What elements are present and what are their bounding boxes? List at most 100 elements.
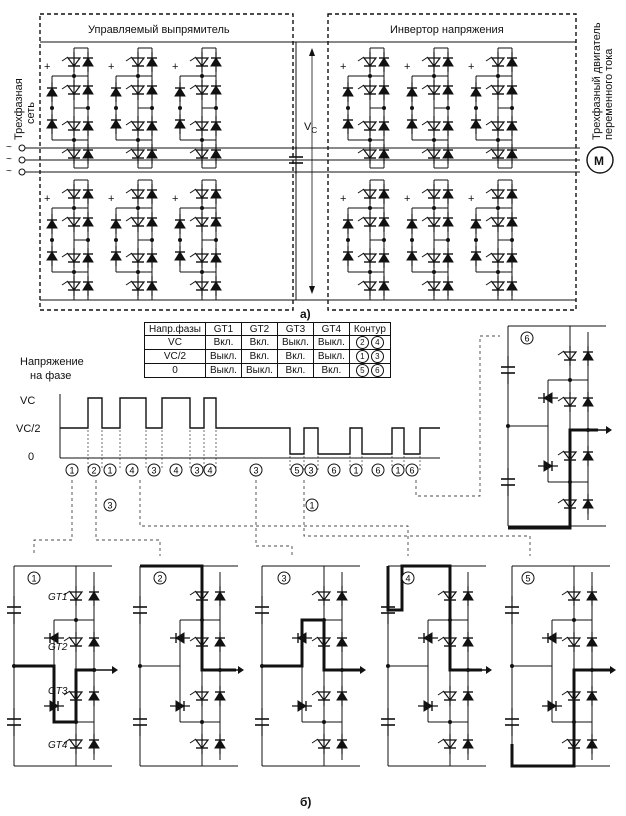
state-bubble: 3: [249, 463, 263, 477]
svg-text:1: 1: [309, 501, 314, 511]
gt3-label: GT3: [48, 686, 68, 697]
table-cell: Выкл.: [312, 349, 350, 364]
svg-text:5: 5: [294, 466, 299, 476]
svg-text:~: ~: [6, 154, 12, 165]
circuit-number: 5: [521, 571, 535, 585]
table-cell: VC/2: [144, 349, 206, 364]
dc-link: VC: [40, 41, 576, 301]
svg-text:M: M: [594, 154, 604, 168]
svg-text:4: 4: [173, 466, 178, 476]
state-bubble: 6: [327, 463, 341, 477]
svg-text:1: 1: [69, 466, 74, 476]
svg-text:сеть: сеть: [25, 102, 37, 124]
table-cell: Вкл.: [312, 363, 350, 378]
state-bubble: 1: [349, 463, 363, 477]
gt-labels: GT1 GT2 GT3 GT4: [48, 592, 68, 751]
state-bubble-sub: 1: [305, 498, 319, 512]
state-bubble: 3: [147, 463, 161, 477]
circuit-2: [133, 566, 244, 766]
gt2-label: GT2: [48, 642, 68, 653]
circuit-number: 6: [520, 331, 534, 345]
y-label-vc2: VC/2: [16, 423, 40, 435]
leader-lines: [33, 335, 531, 556]
svg-text:Трехфазная: Трехфазная: [13, 78, 25, 140]
y-label-vc: VC: [20, 395, 35, 407]
table-cell: Выкл.: [276, 335, 314, 350]
circuit-6: [501, 326, 612, 526]
table-cell: VC: [144, 335, 206, 350]
svg-text:1: 1: [107, 466, 112, 476]
table-header: GT3: [276, 322, 314, 336]
svg-text:6: 6: [331, 466, 336, 476]
vc-label: VC: [304, 121, 317, 135]
svg-text:6: 6: [375, 466, 380, 476]
contour-badge: 2: [355, 336, 369, 349]
table-header: Контур: [348, 322, 391, 336]
table-header: GT1: [205, 322, 242, 336]
svg-text:2: 2: [157, 574, 162, 584]
contour-badge: 4: [370, 336, 384, 349]
svg-text:переменного тока: переменного тока: [603, 48, 615, 140]
svg-text:~: ~: [6, 142, 12, 153]
circuit-number: 1: [27, 571, 41, 585]
table-cell: Вкл.: [276, 363, 314, 378]
svg-text:2: 2: [91, 466, 96, 476]
switching-table: Напр.фазы GT1 GT2 GT3 GT4 Контур VC Вкл.…: [144, 322, 391, 378]
circuit-4: [381, 566, 492, 766]
phase-voltage-trace: [60, 397, 440, 455]
state-bubble: 3: [190, 463, 204, 477]
state-bubble: 4: [125, 463, 139, 477]
state-bubble: 6: [405, 463, 419, 477]
state-bubble: 1: [103, 463, 117, 477]
waveform-title-1: Напряжение: [20, 356, 84, 368]
state-bubble: 5: [290, 463, 304, 477]
state-bubble: 6: [371, 463, 385, 477]
motor-label: Трехфазный двигатель переменного тока: [591, 22, 615, 140]
svg-text:6: 6: [524, 334, 529, 344]
state-bubble: 2: [87, 463, 101, 477]
table-cell: Вкл.: [240, 335, 278, 350]
grid-label: Трехфазная сеть: [13, 78, 37, 140]
svg-text:3: 3: [253, 466, 258, 476]
waveform-axes: VC VC/2 0: [16, 394, 440, 463]
table-header-row: Напр.фазы GT1 GT2 GT3 GT4 Контур: [144, 322, 391, 336]
state-bubble-sub: 3: [103, 498, 117, 512]
table-cell: Вкл.: [276, 349, 314, 364]
y-label-0: 0: [28, 451, 34, 463]
phase-lines: ~ ~ ~: [6, 142, 580, 177]
table-cell: Выкл.: [205, 363, 242, 378]
rectifier-title: Управляемый выпрямитель: [88, 24, 230, 36]
svg-text:3: 3: [151, 466, 156, 476]
state-bubble: 1: [391, 463, 405, 477]
circuit-number: 3: [277, 571, 291, 585]
svg-text:3: 3: [194, 466, 199, 476]
svg-text:Трехфазный двигатель: Трехфазный двигатель: [591, 22, 603, 140]
circuit-number: 4: [401, 571, 415, 585]
svg-text:4: 4: [405, 574, 410, 584]
svg-text:~: ~: [6, 166, 12, 177]
gt1-label: GT1: [48, 592, 67, 603]
rectifier-block: Управляемый выпрямитель: [39, 13, 294, 311]
table-cell: Вкл.: [240, 349, 278, 364]
waveform-guides: [87, 398, 421, 470]
table-cell: Выкл.: [205, 349, 242, 364]
table-header: Напр.фазы: [144, 322, 206, 336]
table-cell: Выкл.: [312, 335, 350, 350]
table-header: GT4: [312, 322, 350, 336]
caption-a: а): [300, 307, 311, 321]
gt4-label: GT4: [48, 740, 68, 751]
table-cell: Вкл.: [205, 335, 242, 350]
svg-text:4: 4: [207, 466, 212, 476]
waveform-title-2: на фазе: [30, 370, 72, 382]
table-header: GT2: [240, 322, 278, 336]
svg-text:6: 6: [409, 466, 414, 476]
svg-text:1: 1: [395, 466, 400, 476]
